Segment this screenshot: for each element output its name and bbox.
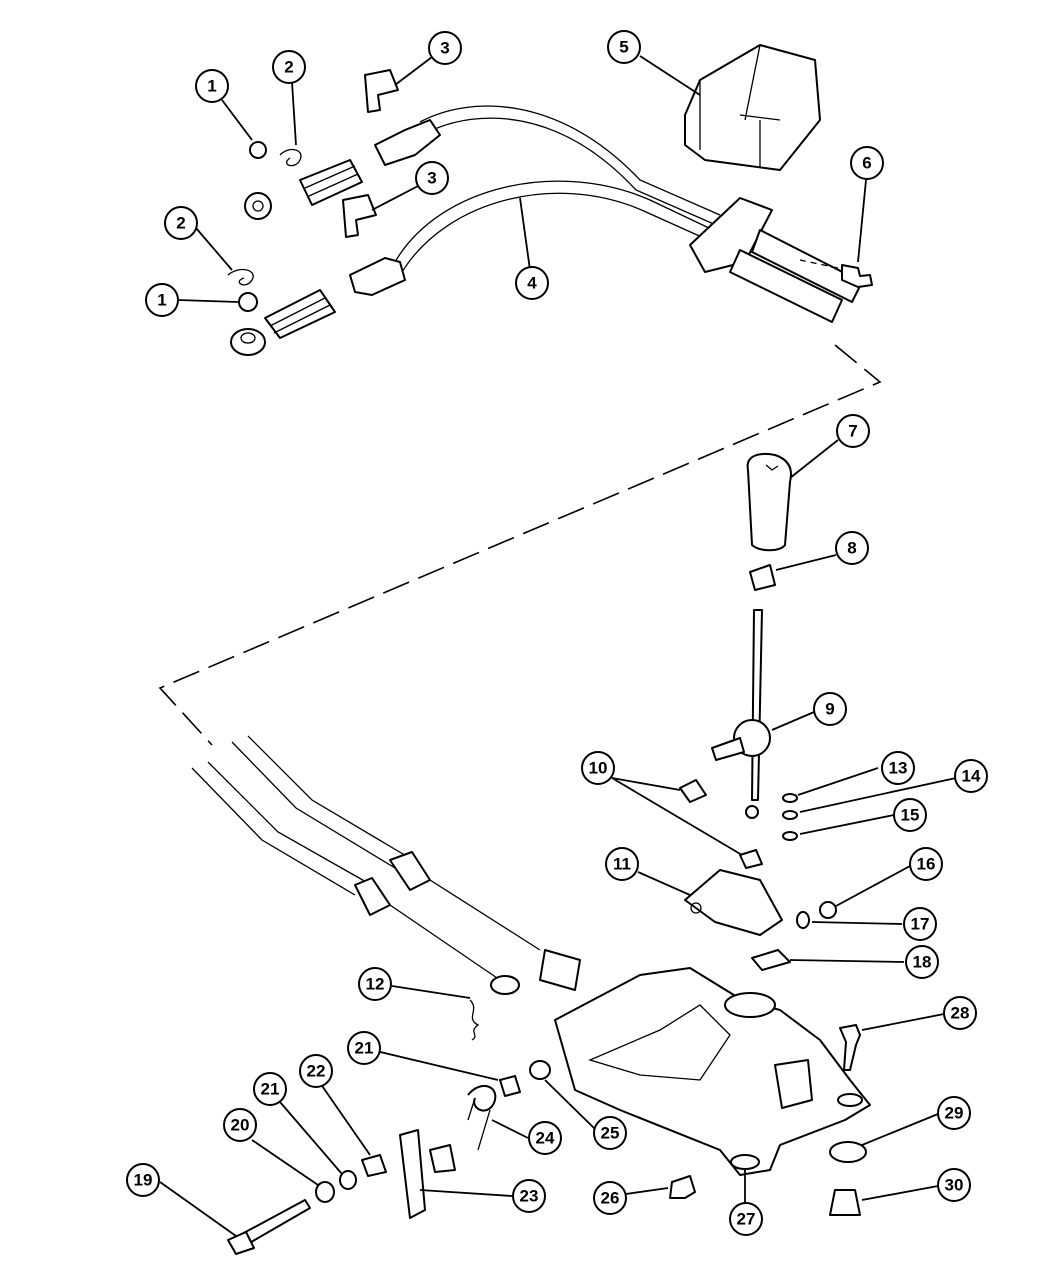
svg-text:26: 26 [601, 1189, 620, 1208]
svg-text:17: 17 [911, 915, 930, 934]
callout-14: 14 [954, 759, 988, 793]
svg-text:11: 11 [613, 855, 631, 874]
svg-text:16: 16 [917, 855, 936, 874]
svg-text:12: 12 [366, 975, 385, 994]
callout-2-middle: 2 [164, 206, 198, 240]
callout-22: 22 [299, 1054, 333, 1088]
svg-text:8: 8 [847, 539, 856, 558]
callout-7: 7 [836, 414, 870, 448]
svg-text:10: 10 [589, 759, 608, 778]
svg-text:5: 5 [619, 38, 628, 57]
callout-21-lower: 21 [253, 1072, 287, 1106]
svg-text:4: 4 [527, 274, 537, 293]
callout-2-top: 2 [272, 50, 306, 84]
callout-17: 17 [903, 907, 937, 941]
callout-28: 28 [943, 996, 977, 1030]
callout-4: 4 [515, 266, 549, 300]
svg-text:1: 1 [207, 77, 216, 96]
callout-20: 20 [223, 1108, 257, 1142]
callout-1-top: 1 [195, 69, 229, 103]
callout-21-upper: 21 [347, 1031, 381, 1065]
callout-15: 15 [893, 798, 927, 832]
svg-text:13: 13 [889, 759, 908, 778]
callout-19: 19 [126, 1163, 160, 1197]
svg-text:21: 21 [355, 1039, 374, 1058]
svg-text:18: 18 [913, 953, 932, 972]
svg-text:24: 24 [536, 1129, 555, 1148]
svg-text:22: 22 [307, 1062, 326, 1081]
callout-26: 26 [593, 1181, 627, 1215]
cable-continuation-dashed-line [158, 344, 882, 746]
callout-23: 23 [512, 1179, 546, 1213]
svg-text:2: 2 [176, 214, 185, 233]
svg-text:7: 7 [848, 422, 857, 441]
callout-30: 30 [937, 1168, 971, 1202]
callout-29: 29 [937, 1096, 971, 1130]
svg-text:25: 25 [601, 1124, 620, 1143]
shift-lever-group [679, 452, 837, 971]
shift-cable-assembly-lower [191, 735, 581, 1041]
leader-lines [159, 55, 957, 1237]
callout-24: 24 [528, 1121, 562, 1155]
svg-text:20: 20 [231, 1116, 250, 1135]
callout-1-middle: 1 [145, 283, 179, 317]
callout-5: 5 [607, 30, 641, 64]
svg-text:28: 28 [951, 1004, 970, 1023]
callout-9: 9 [813, 692, 847, 726]
shifter-housing-group [227, 967, 871, 1255]
svg-text:3: 3 [440, 39, 449, 58]
svg-text:2: 2 [284, 58, 293, 77]
callout-16: 16 [909, 847, 943, 881]
svg-text:15: 15 [901, 806, 920, 825]
callout-3-top: 3 [428, 31, 462, 65]
callout-10: 10 [581, 751, 615, 785]
callout-13: 13 [881, 751, 915, 785]
callout-11: 11 [605, 847, 639, 881]
callout-18: 18 [905, 945, 939, 979]
callout-12: 12 [358, 967, 392, 1001]
callout-3-middle: 3 [415, 161, 449, 195]
svg-text:29: 29 [945, 1104, 964, 1123]
svg-text:30: 30 [945, 1176, 964, 1195]
svg-text:1: 1 [157, 291, 166, 310]
svg-text:19: 19 [134, 1171, 153, 1190]
callout-8: 8 [835, 531, 869, 565]
callout-6: 6 [850, 146, 884, 180]
callout-25: 25 [593, 1116, 627, 1150]
shift-cable-assembly-upper [227, 44, 873, 356]
callout-27: 27 [729, 1202, 763, 1236]
svg-text:27: 27 [737, 1210, 756, 1229]
svg-text:23: 23 [520, 1187, 539, 1206]
svg-text:21: 21 [261, 1080, 280, 1099]
svg-text:14: 14 [962, 767, 981, 786]
svg-text:6: 6 [862, 154, 871, 173]
svg-text:9: 9 [825, 700, 834, 719]
svg-text:3: 3 [427, 169, 436, 188]
